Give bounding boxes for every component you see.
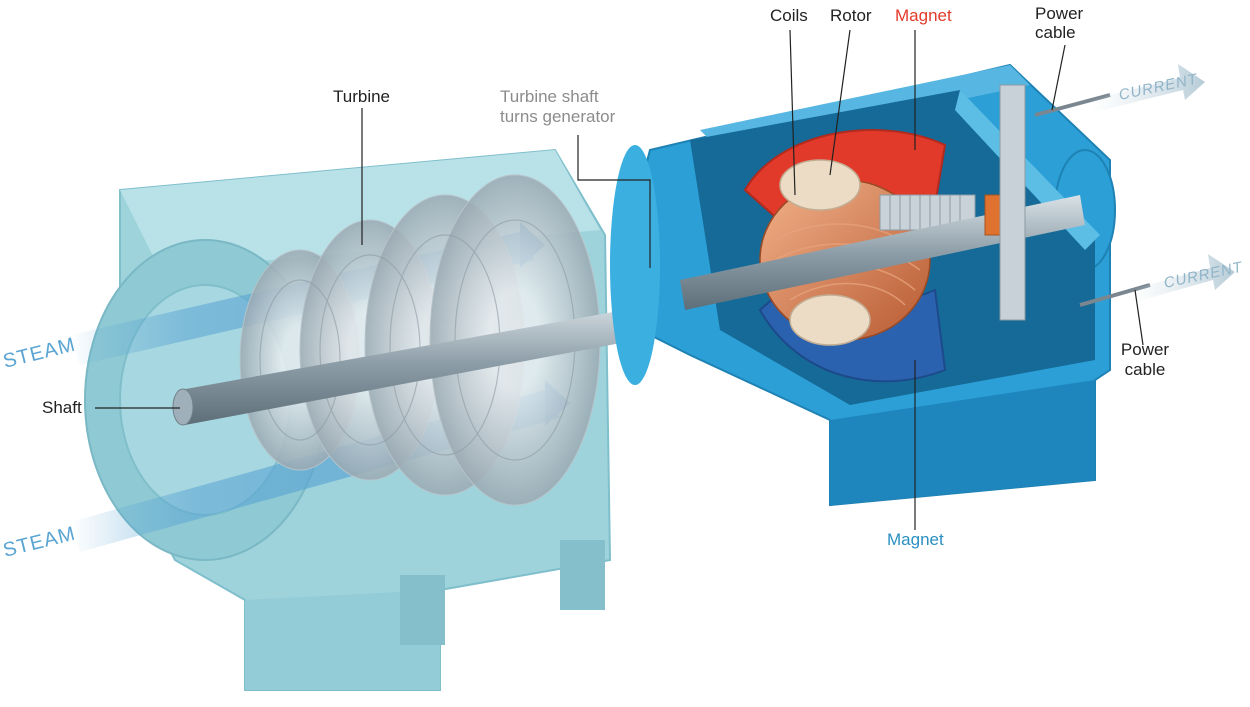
shaft-label: Shaft [42,398,82,417]
magnet-bottom-label: Magnet [887,530,944,549]
leader-lines [95,29,1144,530]
current-label-bottom: CURRENT [1162,258,1245,292]
current-label-top: CURRENT [1117,70,1200,104]
coils-label: Coils [770,6,808,25]
rotor-label: Rotor [830,6,872,25]
magnet-top-label: Magnet [895,6,952,25]
current-arrow-icon: CURRENT CURRENT [1090,64,1245,302]
turbine-icon [70,148,690,691]
turbine-shaft-label-line1: Turbine shaft [500,87,599,106]
power-cable-top-label-line1: Power [1035,4,1084,23]
turbine-label: Turbine [333,87,391,106]
power-cable-right-label-line1: Power [1120,340,1170,359]
turbine-shaft-label-line2: turns generator [500,107,616,126]
shaft-icon [180,300,690,425]
steam-label-bottom: STEAM [1,523,78,562]
steam-label-top: STEAM [1,334,78,373]
power-cable-right-label-line2: cable [1124,360,1166,379]
power-cable-top-label-line2: cable [1035,23,1076,42]
generator-icon [610,63,1116,507]
